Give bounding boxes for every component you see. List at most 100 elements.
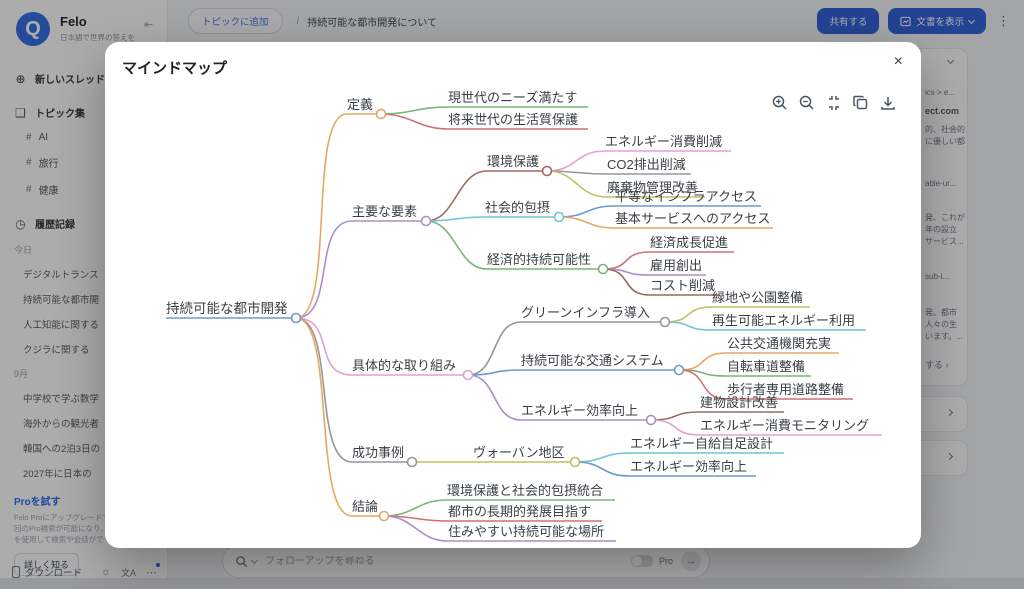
pro-desc-line: Felo Proにアップグレードす (14, 513, 110, 522)
mindmap-node-label: 雇用創出 (650, 258, 702, 273)
mindmap-node-label: 結論 (352, 499, 378, 514)
mindmap-node-label: 経済的持続可能性 (487, 252, 591, 267)
sidebar-item-history[interactable]: ◷ 履歴記録 (14, 216, 167, 232)
mindmap-link (295, 113, 377, 319)
mindmap-node-label: 環境保護と社会的包摂統合 (447, 483, 603, 498)
mindmap-node-label: 公共交通機関充実 (727, 336, 831, 351)
followup-input[interactable] (265, 555, 631, 567)
show-document-label: 文書を表示 (916, 17, 964, 28)
add-to-topic-button[interactable]: トピックに追加 (188, 8, 283, 34)
followup-search-bar[interactable]: Pro → (222, 544, 710, 578)
mindmap-node-circle[interactable] (597, 263, 609, 275)
history-item[interactable]: 海外からの観光者 (23, 419, 100, 430)
mindmap-node-circle[interactable] (462, 369, 474, 381)
history-item[interactable]: デジタルトランス (23, 270, 99, 281)
mindmap-link (425, 216, 555, 222)
brand-tagline: 日本語で世界の答えを (60, 33, 135, 42)
show-document-button[interactable]: 文書を表示 (888, 8, 986, 34)
mindmap-link (678, 352, 839, 371)
mindmap-node-circle[interactable] (569, 456, 581, 468)
try-pro-link[interactable]: Proを試す (14, 497, 61, 508)
fit-view-icon[interactable] (825, 94, 843, 112)
history-item[interactable]: 持続可能な都市開 (23, 295, 100, 306)
felo-logo-icon: Q (16, 12, 50, 46)
pro-toggle-label: Pro (658, 556, 673, 566)
new-thread-label: 新しいスレッド (35, 75, 105, 86)
show-more-link[interactable]: する › (925, 360, 949, 370)
mindmap-node-circle[interactable] (406, 456, 418, 468)
history-item[interactable]: クジラに関する (23, 345, 90, 356)
source-text-fragment: に優しい都 (925, 137, 965, 146)
mindmap-link (678, 369, 853, 400)
topic-label: AI (38, 132, 49, 143)
mindmap-node-label: 廃棄物管理改善 (607, 180, 698, 195)
mindmap-node-circle[interactable] (541, 165, 553, 177)
mindmap-node-circle[interactable] (659, 316, 671, 328)
zoom-out-icon[interactable] (798, 94, 816, 112)
share-button[interactable]: 共有する (817, 8, 880, 34)
breadcrumb-separator: / (296, 15, 300, 27)
download-app-button[interactable]: ダウンロード (12, 565, 82, 579)
source-text-fragment: サービス... (925, 237, 964, 246)
download-icon[interactable] (879, 94, 897, 112)
source-text-fragment: 発、これが (925, 213, 965, 222)
mindmap-link (467, 321, 661, 376)
sidebar-collapse-icon[interactable]: ⇤ (144, 19, 154, 31)
mindmap-node-circle[interactable] (645, 414, 657, 426)
mindmap-node-circle[interactable] (375, 108, 387, 120)
topic-item-travel[interactable]: #旅行 (26, 155, 167, 170)
hash-icon: # (26, 184, 32, 195)
mindmap-link (380, 113, 588, 130)
history-item[interactable]: 中学校で学ぶ数学 (23, 394, 100, 405)
history-groups: 今日 デジタルトランス 持続可能な都市開 人工知能に関する クジラに関する 9月… (14, 243, 167, 480)
language-icon[interactable]: 文A (120, 567, 136, 578)
pro-toggle[interactable] (630, 555, 653, 567)
topic-item-health[interactable]: # 健康 (26, 182, 167, 197)
window-bottom-strip (0, 578, 1024, 589)
mindmap-node-label: 平等なインフラアクセス (615, 189, 757, 204)
mindmap-link (425, 220, 599, 270)
submit-arrow-icon[interactable]: → (681, 551, 701, 571)
source-domain[interactable]: ect.com (925, 106, 960, 116)
source-text-fragment: 年の設立 (925, 225, 957, 234)
download-label: ダウンロード (25, 568, 83, 579)
mindmap-node-label: 歩行者専用道路整備 (727, 382, 844, 397)
brand: Q Felo 日本語で世界の答えを ⇤ (14, 10, 167, 52)
source-text-fragment: います。... (925, 332, 963, 341)
mindmap-node-label: 成功事例 (352, 445, 404, 460)
mindmap-link (558, 216, 773, 229)
topic-item-ai[interactable]: #AI (26, 132, 167, 143)
close-icon[interactable]: × (893, 53, 903, 70)
mindmap-canvas[interactable]: 持続可能な都市開発 定義 現世代のニーズ満たす 将来世代の生活質保護 主要な要素… (105, 42, 921, 548)
mindmap-node-circle[interactable] (290, 312, 302, 324)
mindmap-node-label: 都市の長期的発展目指す (448, 504, 591, 519)
history-item[interactable]: 2027年に日本の (23, 469, 92, 480)
copy-icon[interactable] (852, 94, 870, 112)
mindmap-link (295, 317, 464, 376)
source-text-fragment: 発、都市 (925, 308, 957, 317)
mindmap-link (650, 419, 882, 436)
mindmap-node-label: ヴォーバン地区 (473, 445, 565, 460)
mindmap-node-label: 再生可能エネルギー利用 (712, 313, 855, 328)
topic-label: 健康 (38, 186, 59, 197)
more-options-icon[interactable]: ⋮ (997, 13, 1010, 28)
history-item[interactable]: 韓国への2泊3日の (23, 444, 101, 455)
zoom-in-icon[interactable] (771, 94, 789, 112)
mindmap-node-circle[interactable] (420, 215, 432, 227)
mindmap-node-circle[interactable] (553, 211, 565, 223)
mindmap-node-circle[interactable] (378, 510, 390, 522)
mindmap-node-label: 持続可能な都市開発 (166, 300, 288, 316)
mindmap-node-circle[interactable] (673, 364, 685, 376)
mindmap-node-label: エネルギー自給自足設計 (630, 436, 773, 451)
mindmap-link (574, 461, 756, 477)
mindmap-link (602, 268, 720, 296)
sidebar-item-topics[interactable]: ❑ トピック集 (14, 105, 167, 121)
mindmap-node-label: エネルギー効率向上 (521, 403, 638, 418)
learn-more-button[interactable]: 詳しく知る (14, 553, 80, 576)
mindmap-node-label: 環境保護 (487, 154, 539, 169)
more-menu-icon[interactable]: ⋯ (146, 562, 160, 579)
history-item[interactable]: 人工知能に関する (23, 320, 100, 331)
mindmap-link (602, 251, 734, 270)
sidebar-item-new-thread[interactable]: ⊕ 新しいスレッド (14, 71, 167, 87)
theme-toggle-icon[interactable]: ☼ (100, 566, 111, 578)
